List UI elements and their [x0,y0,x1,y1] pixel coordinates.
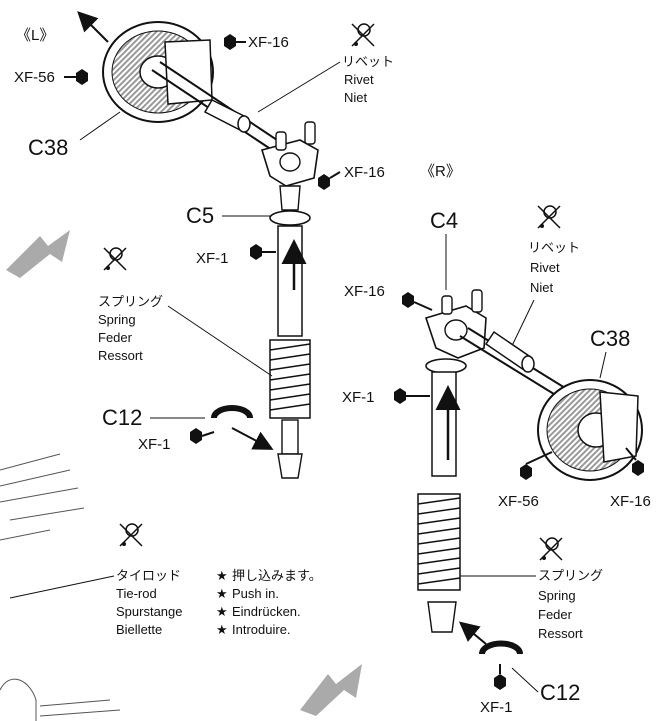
screw-xf16-right [402,292,414,308]
knuckle-right [424,289,487,359]
leader-xf56-right [525,451,553,465]
insert-arrow-c12-left [231,427,274,450]
spring-en-left: Spring [98,312,136,327]
rivet-en-left: Rivet [344,72,374,87]
label-c12-left: C12 [102,405,142,430]
rivet-nl-right: Niet [530,280,554,295]
screw-xf1-left [250,244,262,260]
spring-fr-left: Ressort [98,348,143,363]
push-star-2: ★ [216,586,228,601]
leader-rivet-left [257,61,341,113]
label-xf1-left: XF-1 [196,250,229,267]
part-c5-washer [269,210,311,226]
part-c12-right [479,640,523,655]
spring-de-right: Feder [538,607,573,622]
shock-body-right [431,371,457,477]
rivet-jp-left: リベット [342,54,394,69]
spring-en-right: Spring [538,588,576,603]
screw-xf56-right [520,464,532,480]
direction-arrow-bottom [300,664,362,716]
tierod-jp: タイロッド [116,568,181,583]
spring-jp-left: スプリング [98,294,163,309]
label-c12-right: C12 [540,680,580,705]
chassis-sketch [0,453,121,721]
shock-body-left [277,225,303,337]
glue-icon-spring-left [103,247,127,271]
screw-xf16-mid [318,174,330,190]
label-xf1-c12-right: XF-1 [480,699,513,716]
label-xf1-right: XF-1 [342,389,375,406]
push-en: Push in. [232,586,279,601]
rivet-en-right: Rivet [530,260,560,275]
brake-disc-right [537,379,643,481]
rivet-jp-right: リベット [528,240,580,255]
push-jp: 押し込みます。 [232,568,322,583]
screw-xf16-disc-right [632,460,644,476]
label-xf16-disc-right: XF-16 [610,493,651,510]
label-xf1-c12-left: XF-1 [138,436,171,453]
leader-tierod [9,575,115,599]
side-label-right: 《R》 [420,163,461,180]
side-label-left: 《L》 [16,27,54,44]
screw-xf1-c12-right [494,674,506,690]
label-c5: C5 [186,203,214,228]
leader-c38-left [79,111,121,141]
label-xf56-left: XF-56 [14,69,55,86]
push-star-4: ★ [216,622,228,637]
rivet-right [484,330,535,373]
part-c12-left [211,405,253,419]
screw-xf56-left [76,69,88,85]
spring-right [417,493,461,591]
leader-rivet-right [509,299,535,351]
label-c38-left: C38 [28,135,68,160]
tierod-en: Tie-rod [116,586,157,601]
push-star-1: ★ [216,568,228,583]
spring-de-left: Feder [98,330,133,345]
leader-xf16-mid [329,171,341,179]
push-star-3: ★ [216,604,228,619]
glue-icon-tierod [119,523,143,547]
spring-jp-right: スプリング [538,568,603,583]
label-xf16-mid: XF-16 [344,164,385,181]
leader-c12-right [511,667,539,693]
shock-end-right [427,601,457,633]
part-c4-washer [425,358,467,374]
knuckle-left [260,121,319,211]
glue-icon-rivet-right [537,205,561,229]
label-xf16-right: XF-16 [344,283,385,300]
screw-xf1-c12-left [190,428,202,444]
leader-xf1-c12-left [201,431,215,437]
tierod-fr: Biellette [116,622,162,637]
leader-spring-left [167,305,273,377]
rivet-left [203,99,251,133]
direction-arrow-left [6,230,70,278]
leader-xf16-disc-right [625,447,637,461]
direction-arrow [77,11,109,43]
rivet-nl-left: Niet [344,90,368,105]
label-c38-right: C38 [590,326,630,351]
label-xf56-right: XF-56 [498,493,539,510]
push-fr: Introduire. [232,622,291,637]
push-de: Eindrücken. [232,604,301,619]
brake-disc-left [102,21,214,123]
label-xf16-top: XF-16 [248,34,289,51]
leader-c38-right [599,351,607,379]
shock-end-left [277,419,303,479]
glue-icon-rivet-left [351,23,375,47]
spring-left [269,339,311,419]
screw-xf16-top [224,34,236,50]
spring-fr-right: Ressort [538,626,583,641]
glue-icon-spring-right [539,537,563,561]
tierod-de: Spurstange [116,604,183,619]
screw-xf1-right [394,388,406,404]
label-c4: C4 [430,208,458,233]
insert-arrow-c12-right [458,621,487,645]
leader-xf16-right [413,301,433,311]
